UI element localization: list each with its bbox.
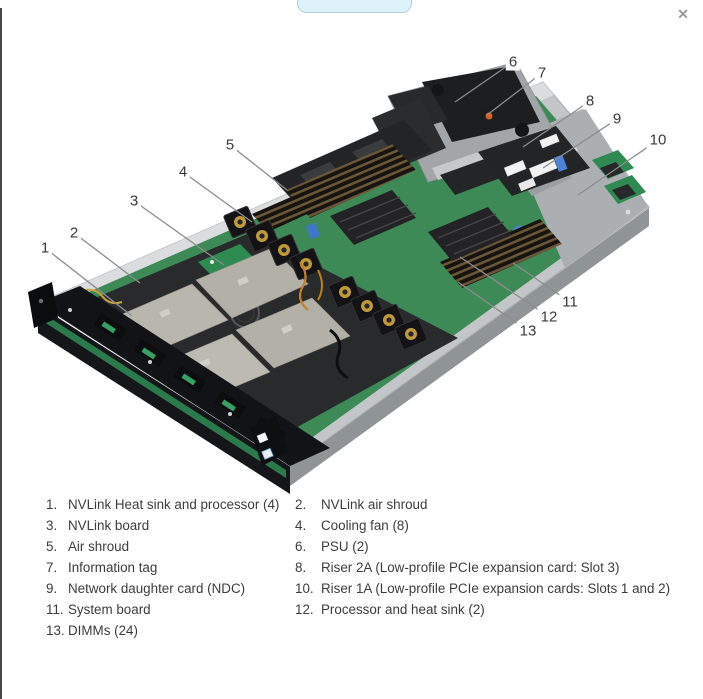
leader-line-13 [457,281,529,332]
legend-item-label: Air shroud [68,539,130,554]
legend-item-number: 11. [46,602,64,617]
legend-item: 9. Network daughter card (NDC) [46,578,295,599]
leader-line-10 [577,139,659,196]
leader-line-9 [542,118,618,169]
front-bezel: . [28,282,330,466]
legend-item-number: 5. [46,539,58,554]
legend-item: 3. NVLink board [46,515,295,536]
legend-item: 10. Riser 1A (Low-profile PCIe expansion … [295,578,695,599]
legend-item: 11. System board [46,599,295,620]
leader-line-8 [522,100,591,148]
panel-left-border [0,8,2,699]
legend-item-number: 3. [46,518,58,533]
legend-item-label: Network daughter card (NDC) [68,581,246,596]
legend-item: 7. Information tag [46,557,295,578]
close-icon[interactable]: ✕ [677,5,689,22]
legend-item-label: Riser 1A (Low-profile PCIe expansion car… [321,581,671,596]
legend-item-number: 4. [295,518,307,533]
legend-item-number: 6. [295,539,307,554]
legend-item-number: 8. [295,560,307,575]
leader-line-5 [229,144,288,191]
legend-item-number: 10. [295,581,314,596]
legend-item: 2. NVLink air shroud [295,494,695,515]
leader-line-6 [454,61,514,103]
legend-item: 8. Riser 2A (Low-profile PCIe expansion c… [295,557,695,578]
legend-item-number: 9. [46,581,58,596]
cooling-fans [223,205,428,351]
leader-line-1 [44,247,133,317]
legend-item-label: Processor and heat sink (2) [321,602,485,617]
legend-item: 4. Cooling fan (8) [295,515,695,536]
legend-item-label: NVLink board [68,518,150,533]
legend-item-number: 12. [295,602,314,617]
legend-item-label: Cooling fan (8) [321,518,409,533]
legend-item-label: System board [68,602,151,617]
legend-item-label: NVLink air shroud [321,497,428,512]
leader-line-4 [182,171,253,223]
legend-item: 12. Processor and heat sink (2) [295,599,695,620]
legend-item-label: Riser 2A (Low-profile PCIe expansion car… [321,560,620,575]
legend-item-label: NVLink Heat sink and processor (4) [68,497,280,512]
legend-item-number: 7. [46,560,58,575]
legend-item: 13.DIMMs (24) [46,620,295,641]
legend-item-label: DIMMs (24) [68,623,138,638]
legend-item-number: 2. [295,497,307,512]
legend: 1. NVLink Heat sink and processor (4) 2. NV… [0,494,695,641]
legend-item-label: PSU (2) [321,539,369,554]
legend-item-label: Information tag [68,560,158,575]
processor-heatsinks [305,190,513,261]
legend-item-number: 13. [46,623,65,638]
leader-line-3 [133,200,225,266]
leader-lines [44,61,659,332]
legend-item-number: 1. [46,497,58,512]
legend-item: 1. NVLink Heat sink and processor (4) [46,494,295,515]
leader-line-2 [73,232,141,284]
legend-item: 5. Air shroud [46,536,295,557]
legend-item: 6. PSU (2) [295,536,695,557]
leader-line-12 [459,256,550,318]
ndc-card [440,126,590,241]
leader-line-7 [486,72,543,116]
